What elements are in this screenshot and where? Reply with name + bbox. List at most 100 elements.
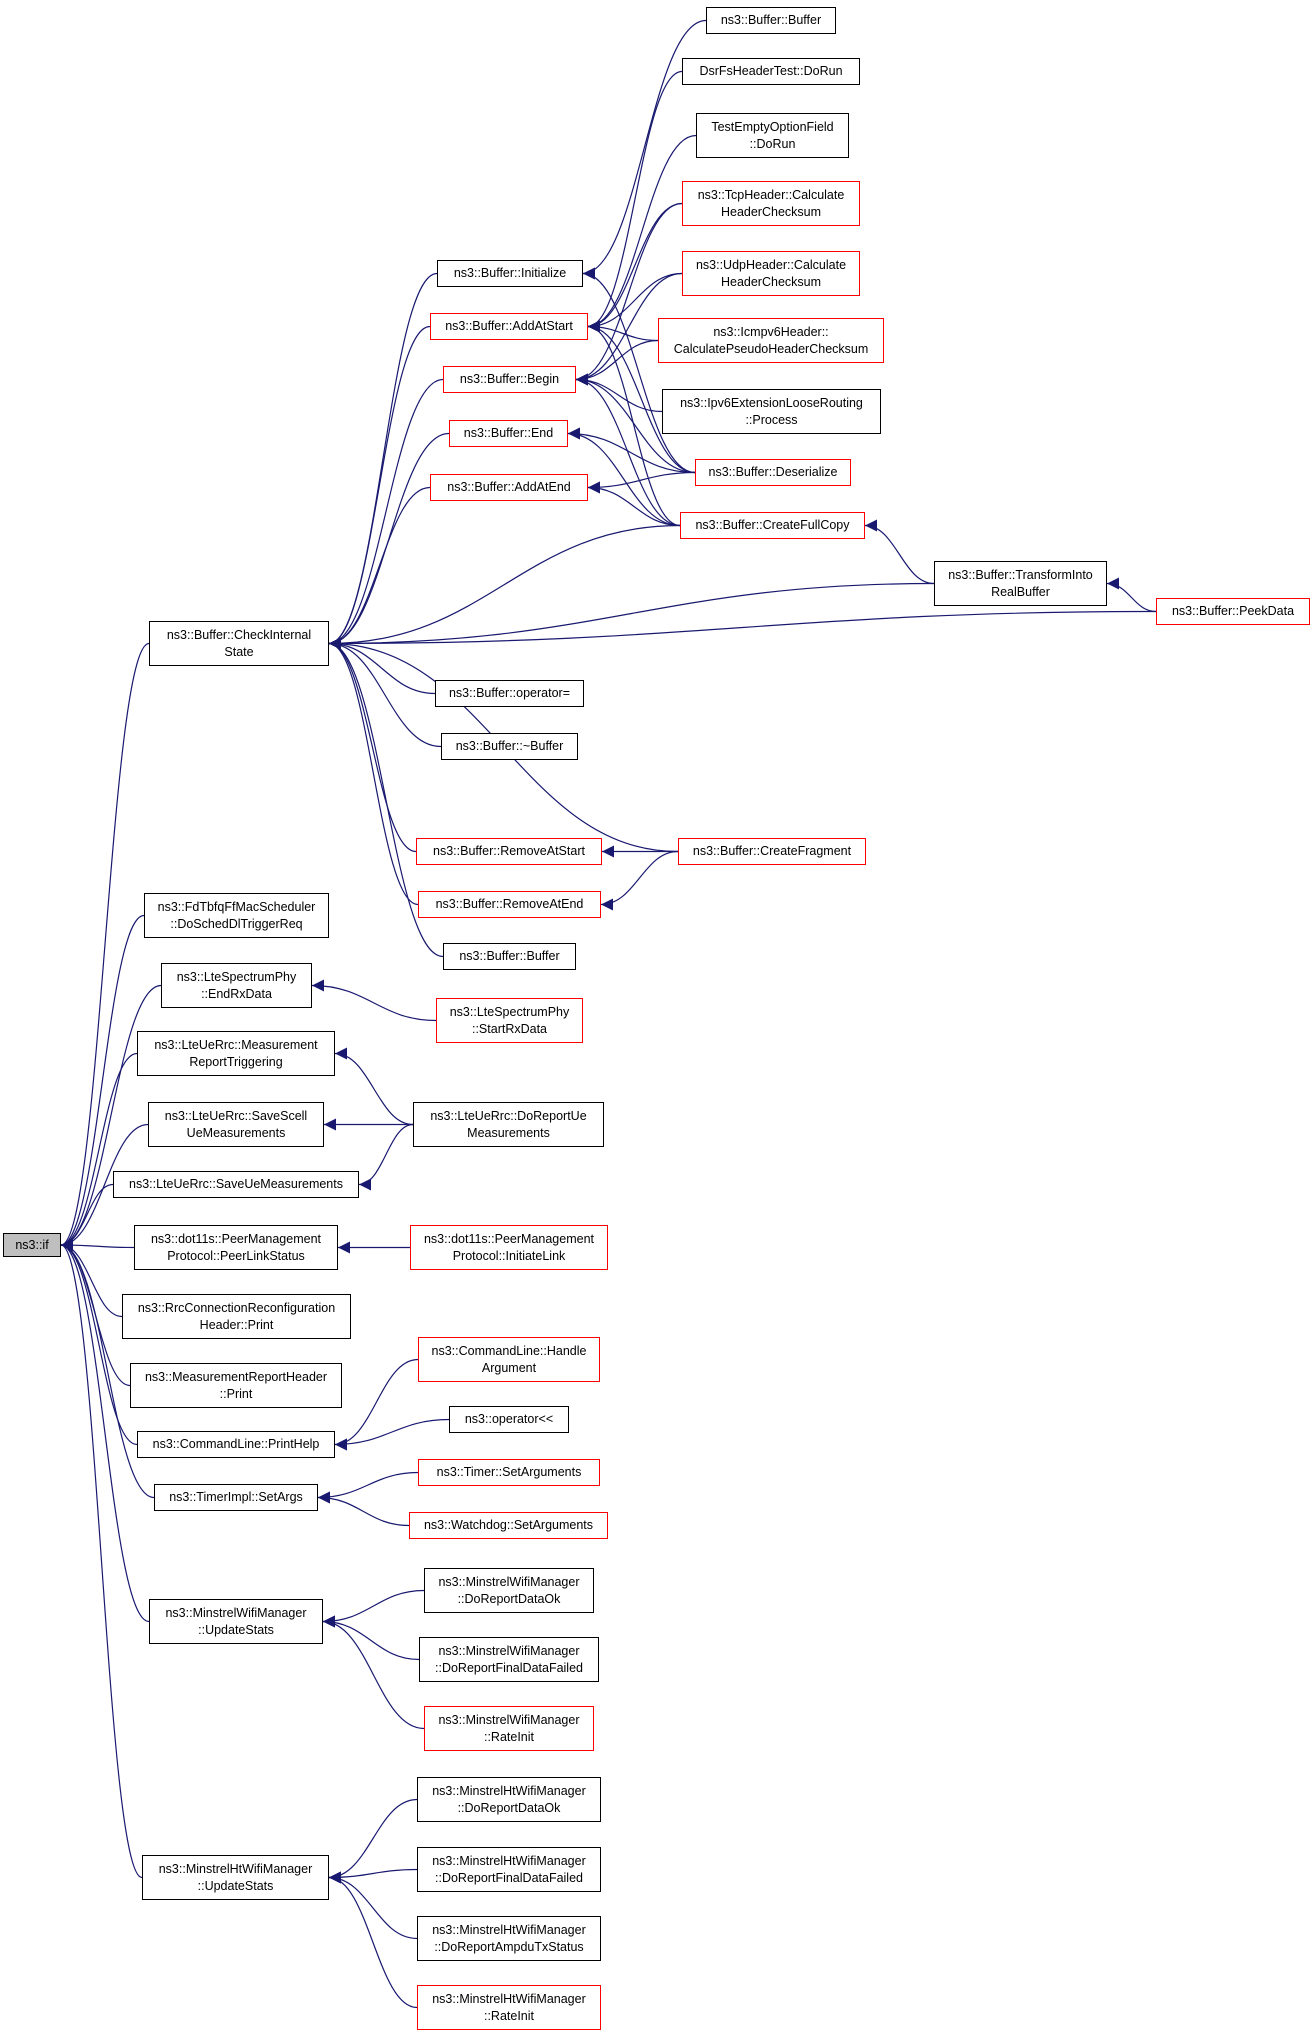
node-timerimpl[interactable]: ns3::TimerImpl::SetArgs: [154, 1484, 318, 1511]
node-label-line: ::RateInit: [483, 2008, 535, 2023]
node-deser[interactable]: ns3::Buffer::Deserialize: [695, 459, 851, 486]
node-label-line: State: [224, 644, 254, 659]
node-label-line: ns3::LteUeRrc::SaveUeMeasurements: [129, 1177, 343, 1191]
node-m_init[interactable]: ns3::MinstrelWifiManager::RateInit: [424, 1706, 594, 1751]
edge-fdtbfq-to-if: [60, 914, 145, 1251]
node-addatstart[interactable]: ns3::Buffer::AddAtStart: [430, 313, 588, 340]
node-label-line: ns3::Buffer::operator=: [448, 686, 571, 700]
node-icmpv6[interactable]: ns3::Icmpv6Header::CalculatePseudoHeader…: [658, 318, 884, 363]
node-ht_fail[interactable]: ns3::MinstrelHtWifiManager::DoReportFina…: [417, 1847, 601, 1892]
node-label-line: ns3::CommandLine::Handle: [431, 1343, 587, 1358]
node-label-line: ::DoSchedDlTriggerReq: [170, 916, 303, 931]
node-init[interactable]: ns3::Buffer::Initialize: [437, 260, 583, 287]
node-bufbuf2[interactable]: ns3::Buffer::Buffer: [443, 943, 576, 970]
node-label-line: ns3::RrcConnectionReconfiguration: [137, 1300, 336, 1315]
node-fullcopy[interactable]: ns3::Buffer::CreateFullCopy: [680, 512, 865, 539]
node-label-line: ns3::MinstrelHtWifiManager: [432, 1922, 586, 1937]
node-label-line: ns3::TcpHeader::Calculate: [697, 187, 845, 202]
node-printhelp[interactable]: ns3::CommandLine::PrintHelp: [137, 1431, 335, 1458]
node-bufbuf1[interactable]: ns3::Buffer::Buffer: [706, 7, 836, 34]
node-label-line: CalculatePseudoHeaderChecksum: [673, 341, 869, 356]
node-begin[interactable]: ns3::Buffer::Begin: [443, 366, 576, 393]
node-label-line: UeMeasurements: [186, 1125, 286, 1140]
edge-fullcopy-to-end: [567, 427, 681, 527]
node-label-line: ::StartRxData: [471, 1021, 548, 1036]
edge-minstrelht-to-if: [60, 1239, 143, 1879]
node-label-line: ns3::Buffer::Deserialize: [708, 465, 838, 479]
node-saveue[interactable]: ns3::LteUeRrc::SaveUeMeasurements: [113, 1171, 359, 1198]
edge-dtor-to-check: [328, 637, 442, 748]
node-label-line: ns3::dot11s::PeerManagement: [423, 1231, 594, 1246]
node-label-line: ns3::Timer::SetArguments: [436, 1465, 582, 1479]
node-label-line: ::DoRun: [749, 136, 796, 151]
edge-addatend-to-check: [328, 486, 431, 650]
node-testempty[interactable]: TestEmptyOptionField::DoRun: [696, 113, 849, 158]
node-label-line: ns3::Buffer::End: [463, 426, 554, 440]
node-label-line: ns3::Ipv6ExtensionLooseRouting: [680, 395, 863, 410]
node-minstrel[interactable]: ns3::MinstrelWifiManager::UpdateStats: [149, 1599, 323, 1644]
edge-minstrel-to-if: [60, 1239, 150, 1623]
node-fdtbfq[interactable]: ns3::FdTbfqFfMacScheduler::DoSchedDlTrig…: [144, 893, 329, 938]
node-if: ns3::if: [3, 1233, 61, 1257]
node-m_fail[interactable]: ns3::MinstrelWifiManager::DoReportFinalD…: [419, 1637, 599, 1682]
node-remend[interactable]: ns3::Buffer::RemoveAtEnd: [418, 891, 601, 918]
node-dtor[interactable]: ns3::Buffer::~Buffer: [441, 733, 578, 760]
edge-ht_ok-to-minstrelht: [328, 1798, 418, 1884]
node-m_ok[interactable]: ns3::MinstrelWifiManager::DoReportDataOk: [424, 1568, 594, 1613]
node-label-line: ns3::operator<<: [464, 1412, 554, 1426]
edge-fullcopy-to-begin: [575, 373, 681, 527]
node-label-line: Protocol::InitiateLink: [452, 1248, 566, 1263]
node-label-line: ns3::Buffer::CreateFullCopy: [695, 518, 850, 532]
node-watchdog[interactable]: ns3::Watchdog::SetArguments: [409, 1512, 608, 1539]
node-label-line: ns3::Buffer::CheckInternal: [166, 627, 312, 642]
node-ht_init[interactable]: ns3::MinstrelHtWifiManager::RateInit: [417, 1985, 601, 2030]
node-addatend[interactable]: ns3::Buffer::AddAtEnd: [430, 474, 588, 501]
node-dsrfs[interactable]: DsrFsHeaderTest::DoRun: [682, 58, 860, 85]
edge-deser-to-end: [567, 427, 696, 474]
edge-udpcalc-to-addatstart: [587, 272, 683, 333]
node-label-line: ns3::Buffer::AddAtStart: [445, 319, 573, 333]
node-label-line: ::DoReportDataOk: [457, 1800, 561, 1815]
node-label-line: DsrFsHeaderTest::DoRun: [699, 64, 843, 78]
edge-deser-to-begin: [575, 373, 696, 474]
node-ipv6ext[interactable]: ns3::Ipv6ExtensionLooseRouting::Process: [662, 389, 881, 434]
node-ht_ampdu[interactable]: ns3::MinstrelHtWifiManager::DoReportAmpd…: [417, 1916, 601, 1961]
edge-watchdog-to-timerimpl: [317, 1491, 410, 1527]
node-remstart[interactable]: ns3::Buffer::RemoveAtStart: [416, 838, 602, 865]
node-label-line: ns3::TimerImpl::SetArgs: [169, 1490, 303, 1504]
node-startrx[interactable]: ns3::LteSpectrumPhy::StartRxData: [436, 998, 583, 1043]
node-end[interactable]: ns3::Buffer::End: [449, 420, 568, 447]
node-opshift[interactable]: ns3::operator<<: [449, 1406, 569, 1433]
node-label-line: TestEmptyOptionField: [711, 119, 834, 134]
node-label-line: ns3::LteUeRrc::DoReportUe: [430, 1108, 587, 1123]
node-label-line: ns3::Buffer::Begin: [459, 372, 560, 386]
node-peekdata[interactable]: ns3::Buffer::PeekData: [1156, 598, 1310, 625]
node-ht_ok[interactable]: ns3::MinstrelHtWifiManager::DoReportData…: [417, 1777, 601, 1822]
node-label-line: ns3::Buffer::CreateFragment: [692, 844, 852, 858]
node-minstrelht[interactable]: ns3::MinstrelHtWifiManager::UpdateStats: [142, 1855, 329, 1900]
edge-fullcopy-to-addatend: [587, 481, 681, 527]
edge-bufbuf1-to-init: [582, 19, 707, 280]
node-label-line: ns3::MinstrelWifiManager: [438, 1712, 580, 1727]
node-ltespec[interactable]: ns3::LteSpectrumPhy::EndRxData: [161, 963, 312, 1008]
node-label-line: ns3::Buffer::Buffer: [459, 949, 560, 963]
node-opeq[interactable]: ns3::Buffer::operator=: [435, 680, 584, 707]
node-createfrag[interactable]: ns3::Buffer::CreateFragment: [678, 838, 866, 865]
node-label-line: ns3::Buffer::PeekData: [1171, 604, 1295, 618]
node-measrephdr[interactable]: ns3::MeasurementReportHeader::Print: [130, 1363, 342, 1408]
node-timerset[interactable]: ns3::Timer::SetArguments: [418, 1459, 600, 1486]
